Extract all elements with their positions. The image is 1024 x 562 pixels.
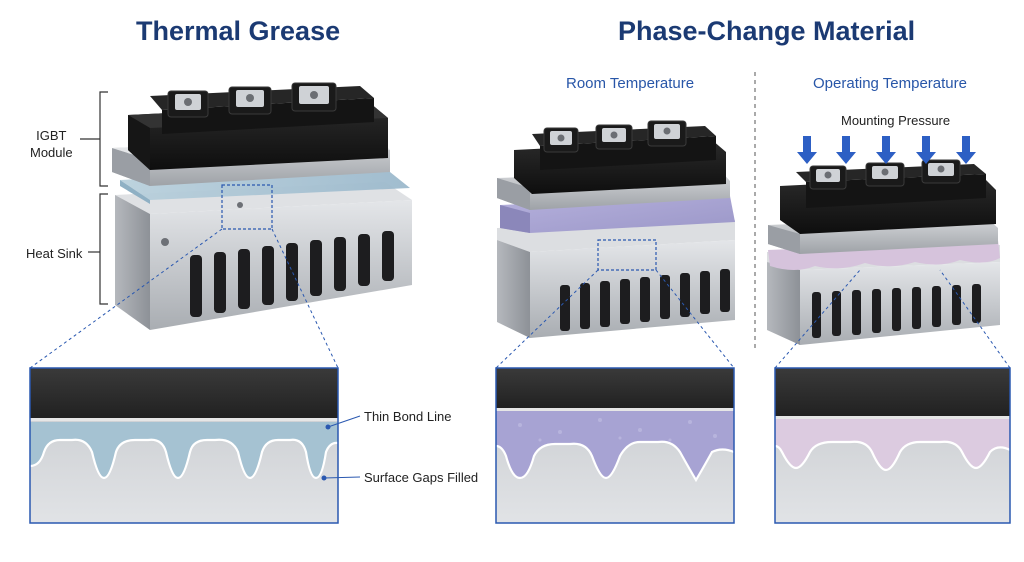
pcm-room-terminals bbox=[543, 120, 687, 153]
phase-change-title: Phase-Change Material bbox=[618, 16, 916, 46]
down-arrow-icon bbox=[797, 136, 976, 164]
surface-gaps-label: Surface Gaps Filled bbox=[364, 470, 479, 485]
thin-bond-line-label: Thin Bond Line bbox=[364, 409, 452, 424]
grease-layer bbox=[120, 168, 410, 200]
igbt-label-line1: IGBT bbox=[36, 128, 67, 143]
pcm-room-fill bbox=[496, 411, 734, 480]
thermal-grease-title: Thermal Grease bbox=[136, 16, 341, 46]
pcm-op-fill bbox=[775, 419, 1010, 470]
grease-heatsink-fins bbox=[190, 231, 394, 317]
grease-terminals bbox=[167, 82, 337, 118]
igbt-label-line2: Module bbox=[30, 145, 73, 160]
pcm-room-heatsink bbox=[497, 240, 530, 338]
pcm-op-heatsink bbox=[767, 262, 800, 345]
pcm-room-assembly bbox=[495, 120, 735, 369]
room-temperature-subtitle: Room Temperature bbox=[566, 75, 695, 92]
pcm-room-fins bbox=[560, 269, 730, 331]
pcm-room-zoom-panel bbox=[495, 367, 735, 524]
grease-zoom-marker bbox=[221, 184, 273, 230]
operating-temperature-subtitle: Operating Temperature bbox=[813, 75, 967, 92]
igbt-label: IGBT Module bbox=[30, 127, 73, 161]
grease-zoom-panel bbox=[29, 367, 361, 524]
pcm-op-zoom-panel bbox=[774, 367, 1011, 524]
grease-assembly bbox=[29, 82, 412, 369]
grease-heatsink-front bbox=[115, 195, 150, 330]
grease-heatsink-body bbox=[150, 200, 412, 330]
pcm-room-zoom-marker bbox=[597, 239, 657, 271]
label-brackets bbox=[80, 91, 108, 305]
heat-sink-label: Heat Sink bbox=[26, 246, 83, 261]
grease-fill bbox=[30, 422, 338, 478]
pcm-op-terminals bbox=[809, 159, 961, 190]
pcm-op-fins bbox=[812, 284, 981, 338]
mounting-pressure-label: Mounting Pressure bbox=[841, 113, 951, 128]
pcm-operating-assembly bbox=[767, 136, 1011, 369]
